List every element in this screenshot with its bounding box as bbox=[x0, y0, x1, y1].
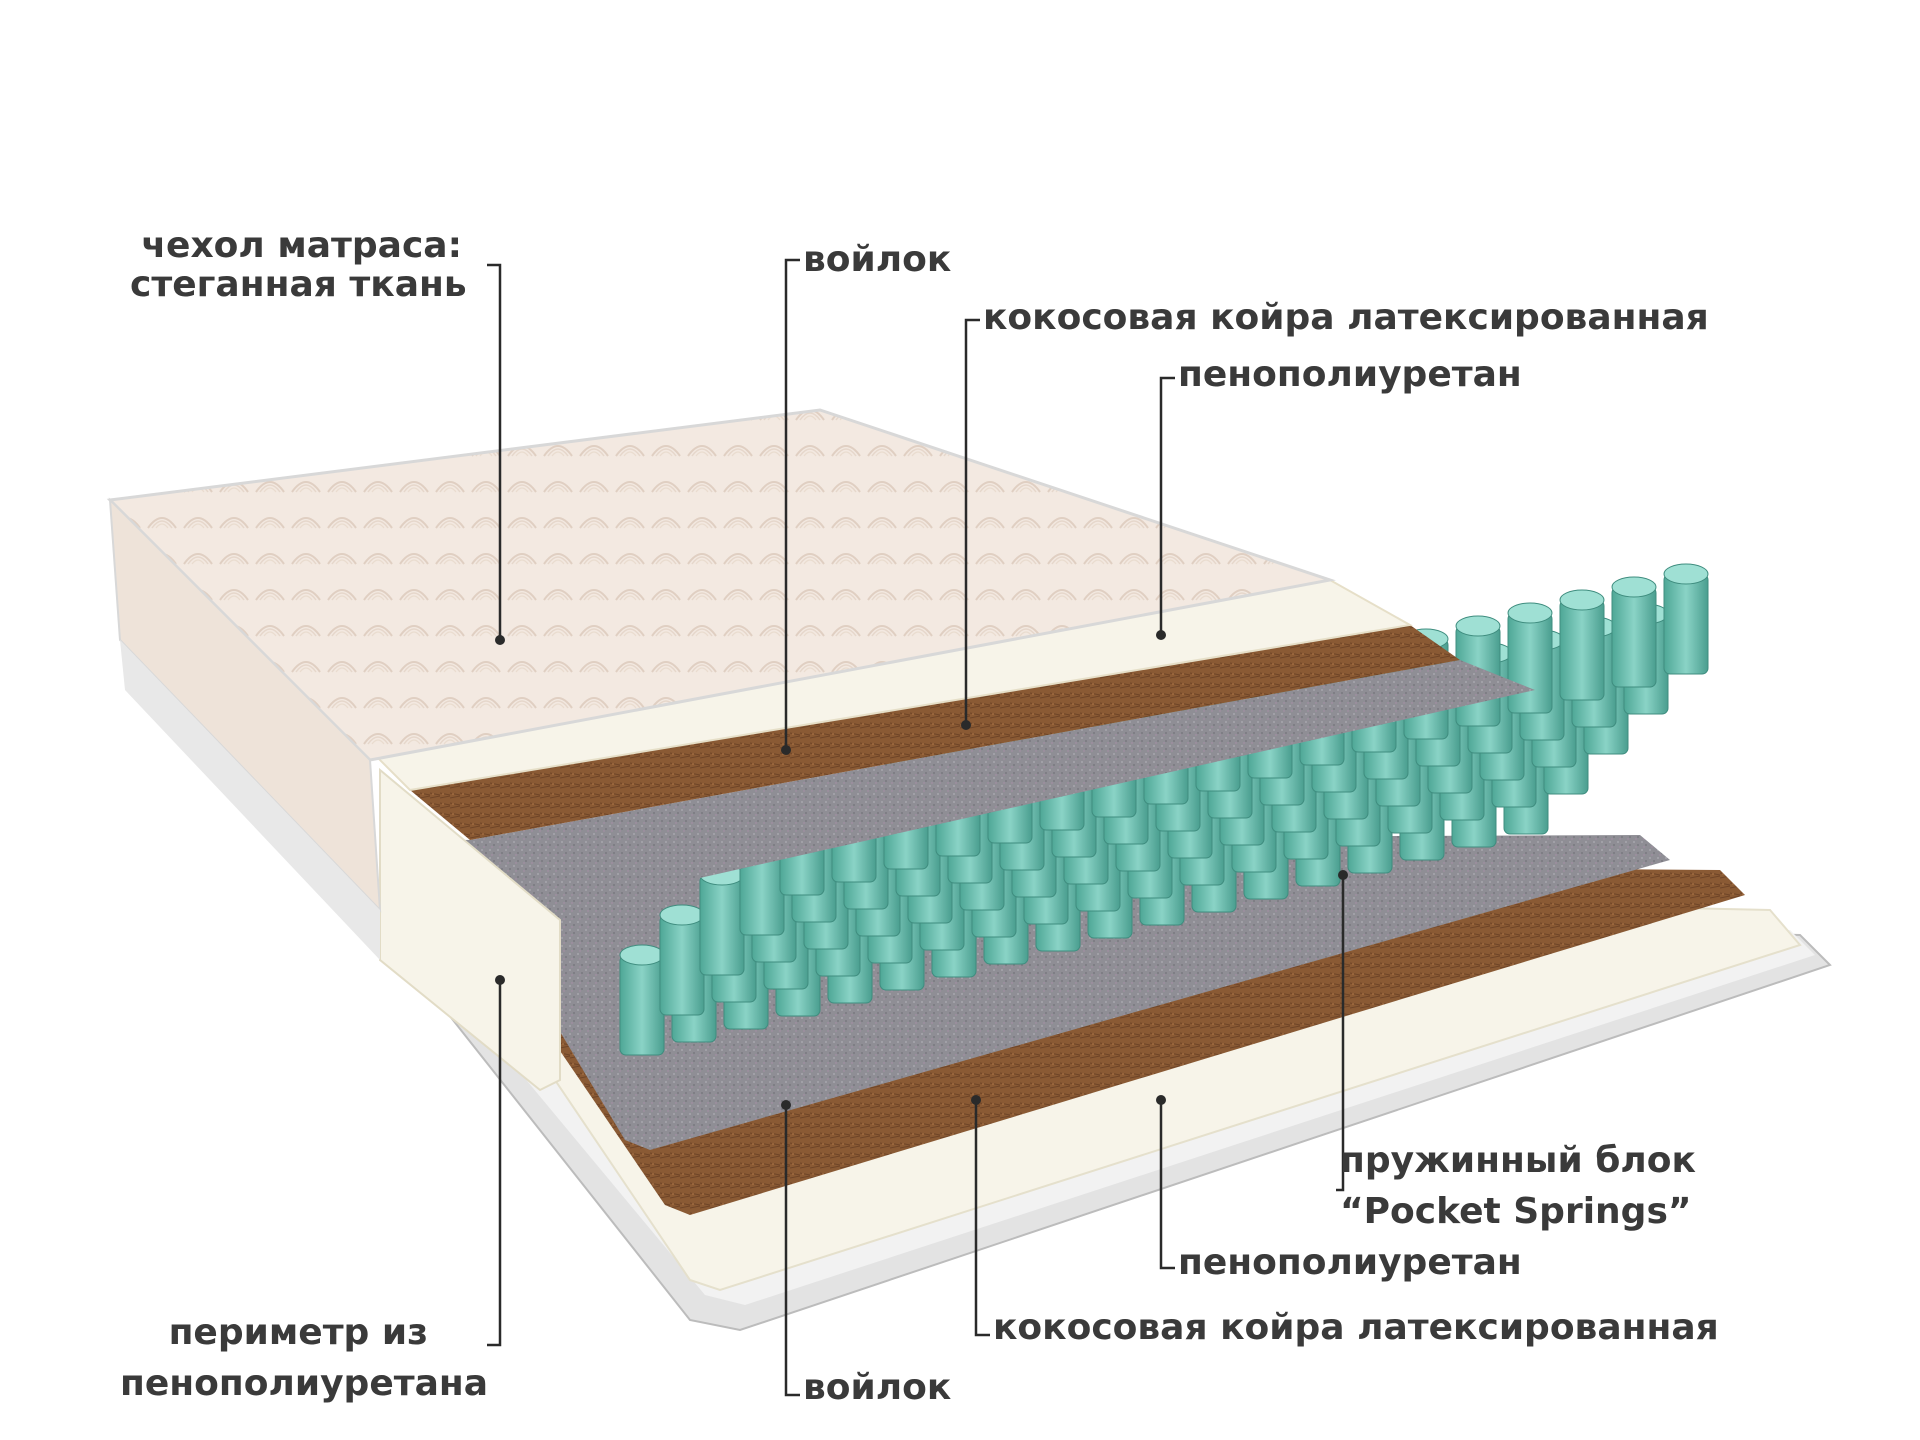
spring-pocket bbox=[1507, 612, 1553, 714]
leader-felt-top-dot bbox=[781, 745, 791, 755]
leader-cover bbox=[487, 263, 502, 640]
leader-foam-top bbox=[1159, 376, 1175, 635]
label-coir-top: кокосовая койра латексированная bbox=[983, 297, 1709, 338]
label-cover-line2: стеганная ткань bbox=[130, 264, 467, 305]
leader-felt-bottom-dot bbox=[781, 1100, 791, 1110]
spring-pocket bbox=[1611, 586, 1657, 688]
label-cover-line1: чехол матраса: bbox=[141, 225, 462, 266]
leader-foam-bottom-dot bbox=[1156, 1095, 1166, 1105]
label-springs-line1: пружинный блок bbox=[1340, 1140, 1696, 1181]
leader-foam-bottom bbox=[1159, 1100, 1175, 1270]
label-coir-bottom: кокосовая койра латексированная bbox=[993, 1307, 1719, 1348]
leader-foam-top-dot bbox=[1156, 630, 1166, 640]
spring-pocket-top bbox=[1455, 615, 1501, 637]
leader-coir-bottom bbox=[974, 1100, 990, 1337]
leader-cover-dot bbox=[495, 635, 505, 645]
label-foam-top: пенополиуретан bbox=[1178, 354, 1522, 395]
label-perimeter-line2: пенополиуретана bbox=[120, 1363, 489, 1404]
leader-springs bbox=[1336, 875, 1345, 1192]
label-felt-bottom: войлок bbox=[803, 1367, 952, 1408]
spring-pocket-top bbox=[1611, 576, 1657, 598]
leader-coir-bottom-dot bbox=[971, 1095, 981, 1105]
leader-lines bbox=[487, 258, 1348, 1397]
label-springs-line2: “Pocket Springs” bbox=[1340, 1191, 1692, 1232]
spring-pocket-top bbox=[1559, 589, 1605, 611]
spring-pocket bbox=[699, 874, 745, 976]
spring-pocket bbox=[619, 954, 665, 1056]
spring-pocket-top bbox=[659, 904, 705, 926]
leader-perimeter-dot bbox=[495, 975, 505, 985]
quilted-cover bbox=[106, 408, 1336, 960]
leader-springs-dot bbox=[1338, 870, 1348, 880]
spring-pocket-top bbox=[619, 944, 665, 966]
spring-pocket-top bbox=[1507, 602, 1553, 624]
leader-perimeter bbox=[487, 980, 502, 1347]
top-coir-layer bbox=[410, 625, 1460, 840]
label-felt-top: войлок bbox=[803, 239, 952, 280]
spring-pocket-top bbox=[1663, 563, 1709, 585]
label-foam-bottom: пенополиуретан bbox=[1178, 1242, 1522, 1283]
leader-coir-top bbox=[964, 318, 980, 725]
leader-felt-bottom bbox=[784, 1105, 800, 1397]
leader-felt-top bbox=[784, 258, 800, 750]
leader-coir-top-dot bbox=[961, 720, 971, 730]
spring-pocket bbox=[1559, 599, 1605, 701]
top-felt-layer bbox=[470, 660, 1535, 905]
spring-pocket bbox=[659, 914, 705, 1016]
spring-pocket bbox=[1663, 573, 1709, 675]
label-perimeter-line1: периметр из bbox=[168, 1312, 428, 1353]
